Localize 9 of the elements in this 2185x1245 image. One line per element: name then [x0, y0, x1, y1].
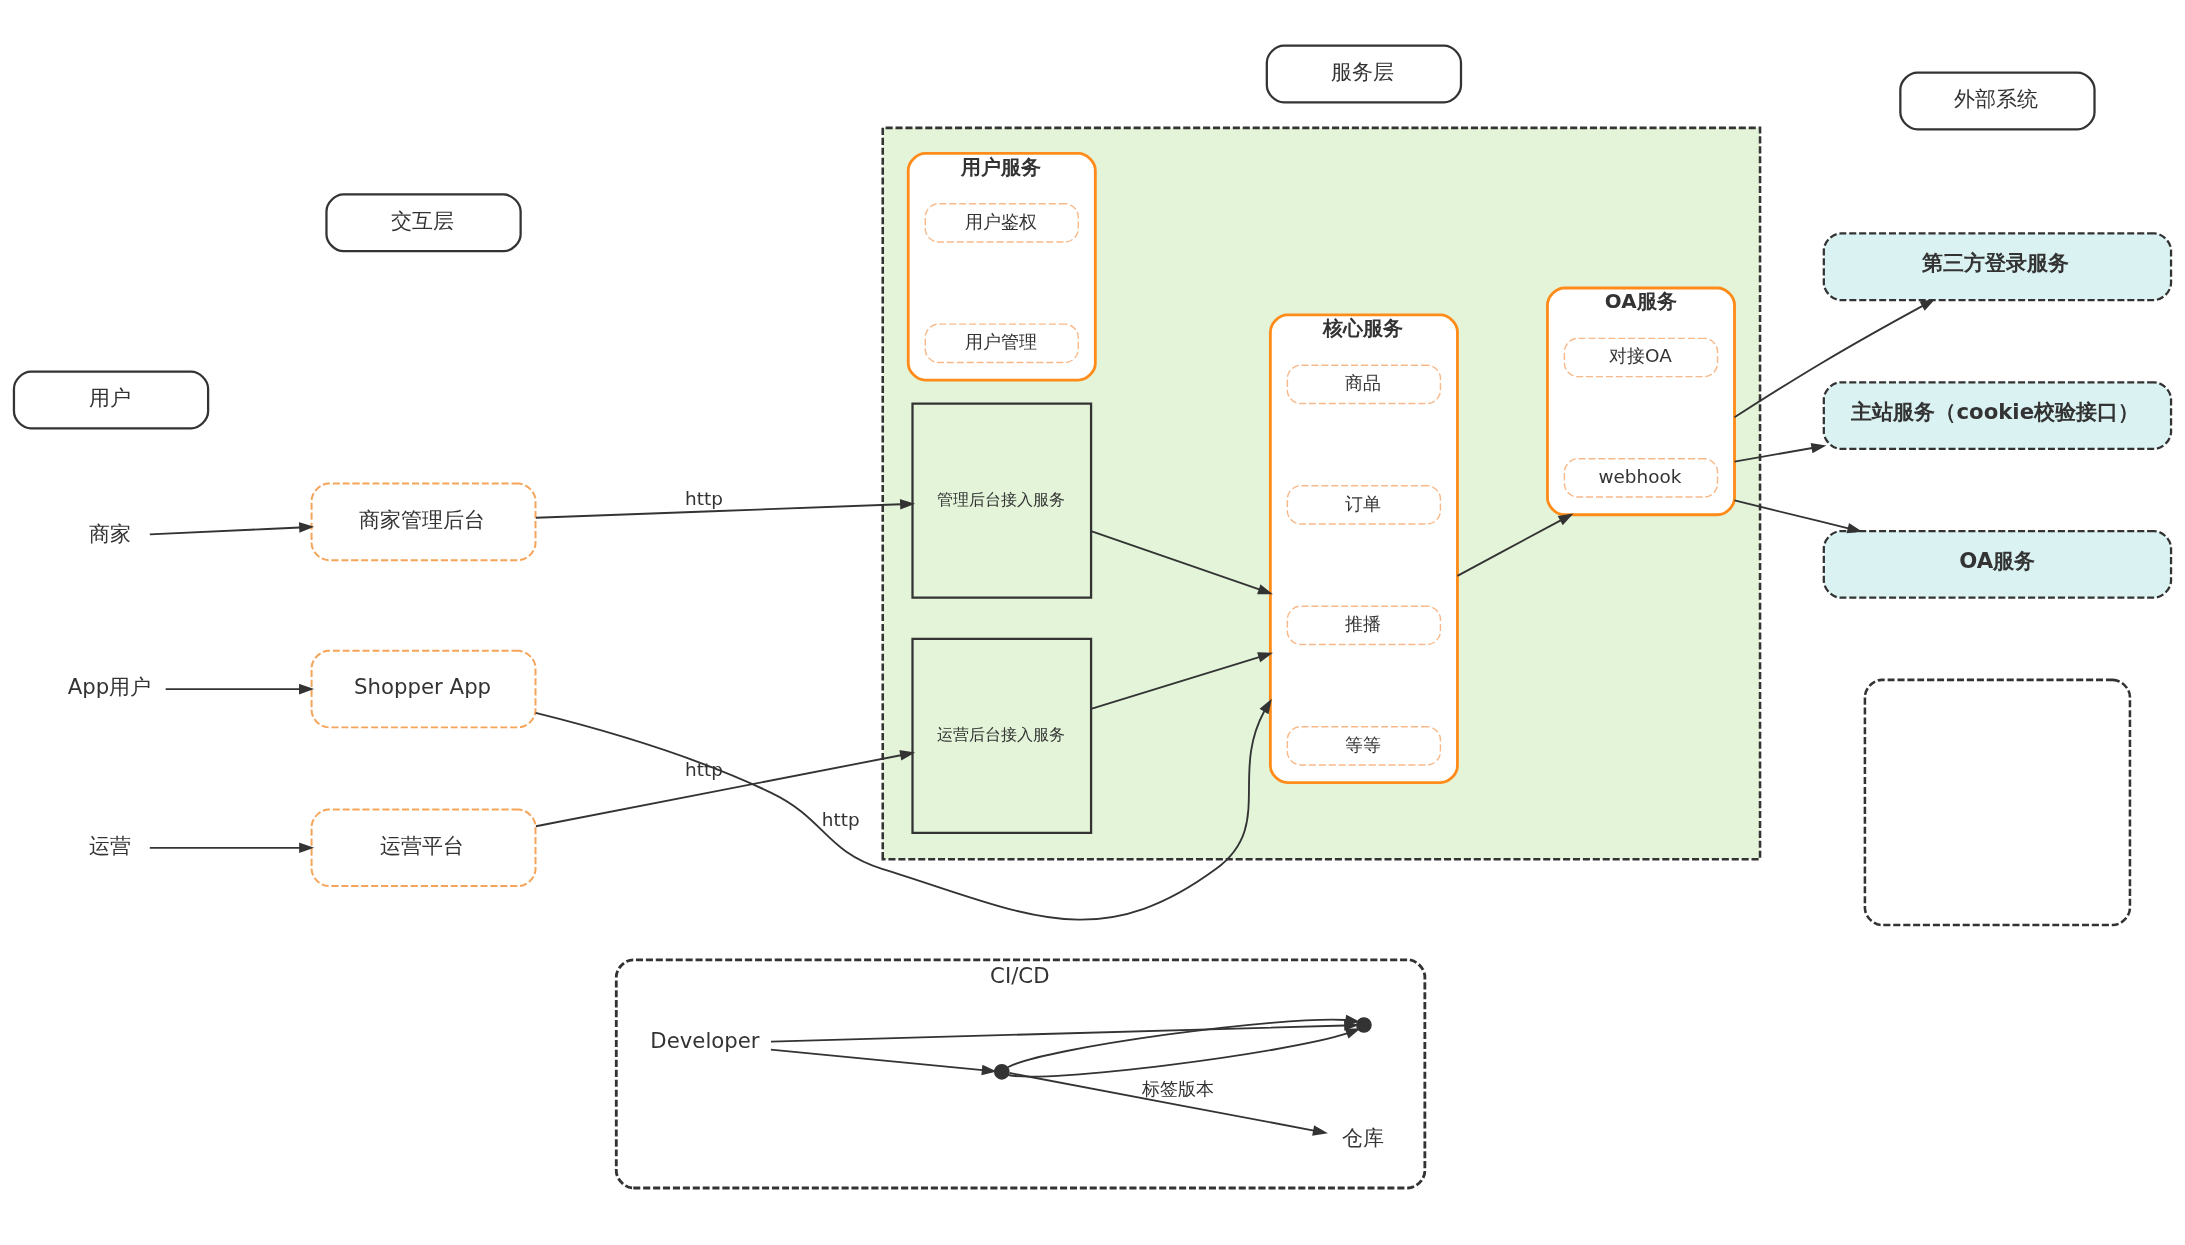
node-text: 商家	[89, 521, 132, 547]
edge-label: 标签版本	[1142, 1078, 1215, 1100]
edge-label: http	[685, 488, 723, 510]
edge-label: http	[821, 808, 860, 830]
edge-label: http	[685, 759, 723, 781]
node-text: Developer	[650, 1028, 760, 1054]
node-text: 仓库	[1341, 1124, 1384, 1150]
node-text: App用户	[67, 674, 152, 700]
node-text: 运营	[89, 832, 132, 858]
